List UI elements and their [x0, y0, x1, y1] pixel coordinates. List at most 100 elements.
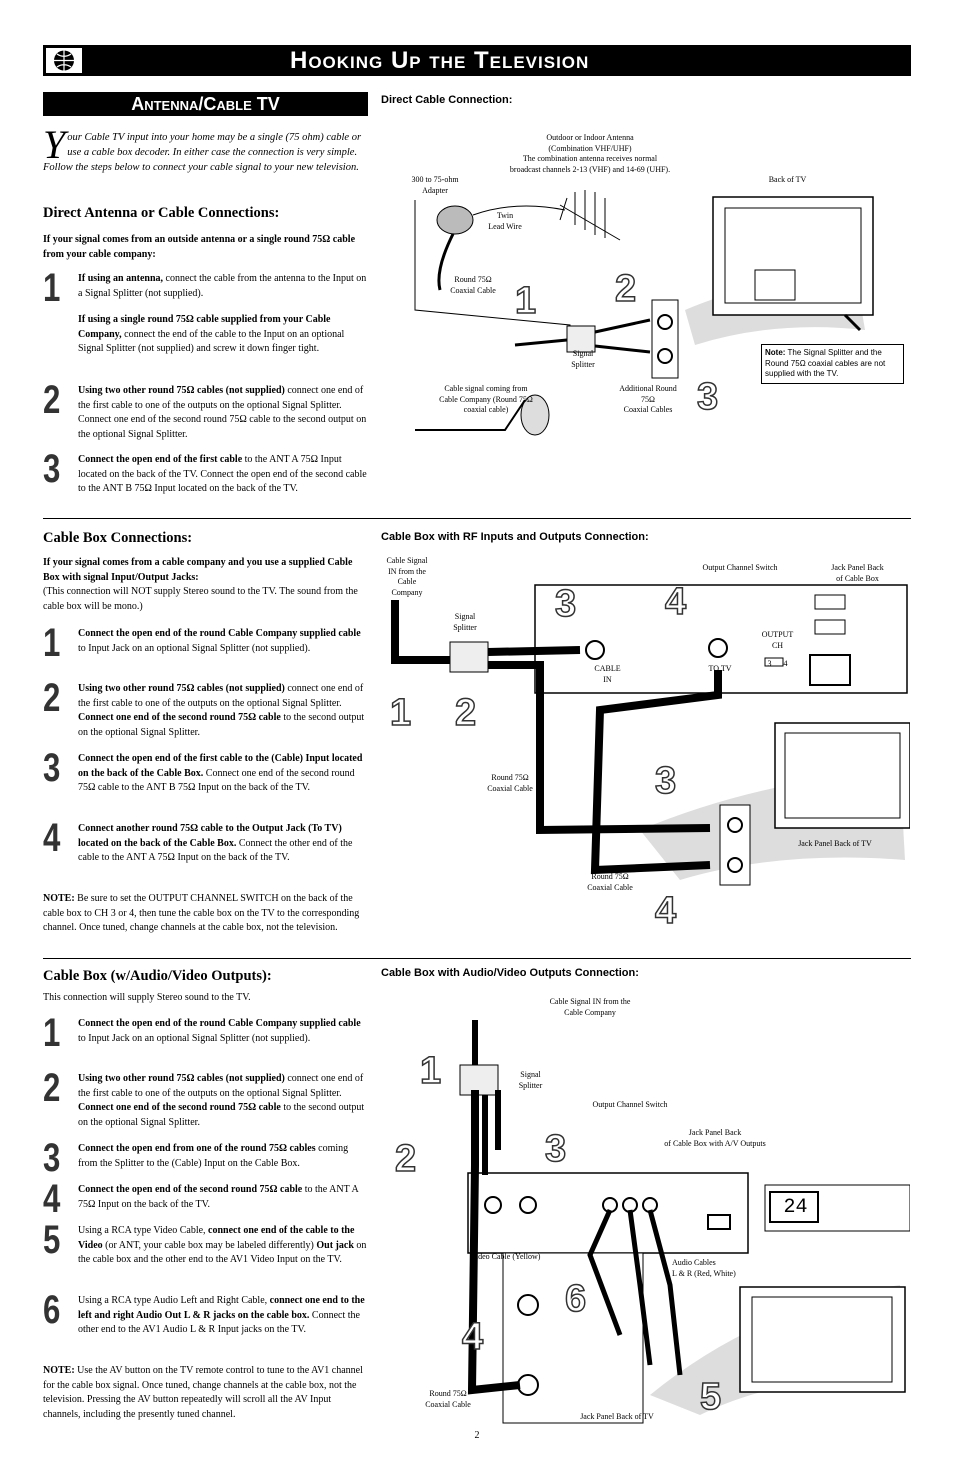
- step-number: 2: [43, 378, 61, 422]
- step-number: 3: [43, 447, 61, 491]
- jack-panel-tv-label: Jack Panel Back of TV: [798, 839, 872, 848]
- step-bold: If using an antenna,: [78, 273, 164, 284]
- av-note: NOTE: Use the AV button on the TV remote…: [43, 1364, 368, 1422]
- step-number: 1: [43, 266, 61, 310]
- step-number: 5: [43, 1218, 61, 1262]
- intro-text: our Cable TV input into your home may be…: [43, 132, 362, 173]
- round-cable-label: Round 75Ω Coaxial Cable: [487, 773, 533, 793]
- cablebox-heading: Cable Box Connections:: [43, 530, 193, 546]
- diagram-step-5: 5: [699, 1376, 722, 1418]
- cablebox-lead2: (This connection will NOT supply Stereo …: [43, 586, 358, 612]
- diagram-step-2: 2: [614, 268, 637, 310]
- diagram-step-3: 3: [554, 583, 577, 625]
- step-number: 1: [43, 1011, 61, 1055]
- cablebox-note: NOTE: Be sure to set the OUTPUT CHANNEL …: [43, 892, 368, 936]
- divider: [43, 958, 911, 959]
- diagram-step-3: 3: [696, 376, 719, 418]
- step-number: 3: [43, 1136, 61, 1180]
- diagram-step-4: 4: [654, 890, 677, 932]
- step-bold: connect one end of the cable to the Vide…: [78, 1225, 355, 1251]
- step-bold: Using two other round 75Ω cables (not su…: [78, 385, 285, 396]
- av-step-5: 5 Using a RCA type Video Cable, connect …: [43, 1220, 368, 1268]
- step-bold: Connect another round 75Ω cable to the O…: [78, 823, 342, 849]
- av-step-2: 2 Using two other round 75Ω cables (not …: [43, 1068, 368, 1130]
- step-number: 4: [43, 816, 61, 860]
- to-tv-label: TO TV: [708, 664, 732, 673]
- note-text: Use the AV button on the TV remote contr…: [43, 1365, 363, 1420]
- step-number: 2: [43, 676, 61, 720]
- diagram2-title: Cable Box with RF Inputs and Outputs Con…: [381, 531, 649, 543]
- av-step-1: 1 Connect the open end of the round Cabl…: [43, 1013, 368, 1053]
- step-text: to Input Jack on an optional Signal Spli…: [78, 1032, 311, 1044]
- diagram-step-6: 6: [564, 1278, 587, 1320]
- step-text: Using a RCA type Audio Left and Right Ca…: [78, 1295, 270, 1306]
- antenna-label: Outdoor or Indoor Antenna (Combination V…: [509, 133, 671, 174]
- back-tv-label: Back of TV: [768, 175, 807, 184]
- step-text: to the ANT A 75Ω Input located on the ba…: [78, 454, 367, 494]
- round-cable-label: Round 75Ω Coaxial Cable: [450, 275, 496, 295]
- output-switch-label: Output Channel Switch: [702, 563, 778, 572]
- page-header-bar: [43, 45, 911, 76]
- step-text: connect the end of the cable to the Inpu…: [78, 328, 345, 355]
- diagram-step-3: 3: [654, 760, 677, 802]
- diagram-step-3: 3: [544, 1128, 567, 1170]
- step-bold: Connect the open end of the second round…: [78, 1184, 303, 1195]
- page-number: 2: [474, 1430, 480, 1441]
- step-text: Connect the other end of the cable to th…: [78, 837, 353, 864]
- cable-signal-label: Cable Signal IN from the Cable Company: [549, 997, 631, 1017]
- output-switch-label: Output Channel Switch: [592, 1100, 668, 1109]
- direct-heading: Direct Antenna or Cable Connections:: [43, 205, 280, 221]
- step-text: Connect the other end to the AV1 Audio L…: [78, 1309, 360, 1336]
- twin-lead-label: Twin Lead Wire: [488, 211, 522, 231]
- round-cable-label: Round 75Ω Coaxial Cable: [587, 872, 633, 892]
- av-step-3: 3 Connect the open end from one of the r…: [43, 1138, 368, 1178]
- step-text: to the second output on the optional Sig…: [78, 712, 365, 738]
- jack-panel-box-label: Jack Panel Back of Cable Box with A/V Ou…: [664, 1128, 766, 1148]
- video-cable-label: Video Cable (Yellow): [470, 1252, 541, 1261]
- step-bold: connect one end to the left and right Au…: [78, 1295, 365, 1321]
- additional-cables-label: Additional Round 75Ω Coaxial Cables: [619, 384, 677, 414]
- page-title: Hooking Up the Television: [290, 47, 590, 74]
- round-cable-label: Round 75Ω Coaxial Cable: [425, 1389, 471, 1409]
- step-text: connect one end of the first cable to on…: [78, 683, 364, 709]
- step-text: to the second output on the optional Sig…: [78, 1102, 365, 1128]
- splitter-label: Signal Splitter: [571, 349, 595, 369]
- output-ch-label: OUTPUT CH: [761, 630, 794, 650]
- step-bold: Connect one end of the second round 75Ω …: [78, 1102, 281, 1113]
- diagram-step-2: 2: [454, 692, 477, 734]
- diagram-step-2: 2: [394, 1138, 417, 1180]
- step-text: connect one end of the first cable to on…: [78, 385, 367, 440]
- step-bold: Out jack: [316, 1239, 354, 1251]
- diagram2-figure: [391, 584, 910, 886]
- cablebox-lead-block: If your signal comes from a cable compan…: [43, 556, 368, 614]
- step-number: 2: [43, 1066, 61, 1110]
- jack-panel-box-label: Jack Panel Back of Cable Box: [831, 563, 884, 583]
- cable-in-label: CABLE IN: [594, 664, 621, 684]
- step-text: Using a RCA type Video Cable,: [78, 1225, 209, 1236]
- note-label: NOTE:: [43, 893, 75, 904]
- cablebox-step-4: 4 Connect another round 75Ω cable to the…: [43, 818, 368, 866]
- cable-signal-label: Cable signal coming from Cable Company (…: [439, 384, 533, 414]
- diagram-step-1: 1: [389, 692, 412, 734]
- step-text: connect one end of the first cable to on…: [78, 1073, 364, 1099]
- direct-lead: If your signal comes from an outside ant…: [43, 234, 356, 260]
- cablebox-step-2: 2 Using two other round 75Ω cables (not …: [43, 678, 368, 740]
- diagram1-figure: [414, 190, 874, 436]
- step-text: on the cable box and the other end to th…: [78, 1239, 367, 1266]
- diagram-step-1: 1: [419, 1050, 442, 1092]
- step-text: (or ANT, your cable box may be labeled d…: [102, 1239, 317, 1251]
- channel-label: 3 4: [767, 659, 788, 668]
- step-text: to the ANT A 75Ω Input on the back of th…: [78, 1184, 359, 1210]
- step-bold: Connect the open end of the first cable: [78, 454, 243, 465]
- direct-step-2: 2 Using two other round 75Ω cables (not …: [43, 380, 368, 442]
- diagram-step-1: 1: [514, 280, 537, 322]
- splitter-label: Signal Splitter: [518, 1070, 543, 1090]
- step-bold: Connect the open end from one of the rou…: [78, 1143, 316, 1154]
- step-bold: Connect the open end of the round Cable …: [78, 1018, 361, 1029]
- dropcap: Y: [43, 122, 66, 167]
- diagram-step-4: 4: [461, 1316, 484, 1358]
- cablebox-step-3: 3 Connect the open end of the first cabl…: [43, 748, 368, 796]
- splitter-label: Signal Splitter: [453, 612, 477, 632]
- step-bold: Connect the open end of the round Cable …: [78, 628, 361, 639]
